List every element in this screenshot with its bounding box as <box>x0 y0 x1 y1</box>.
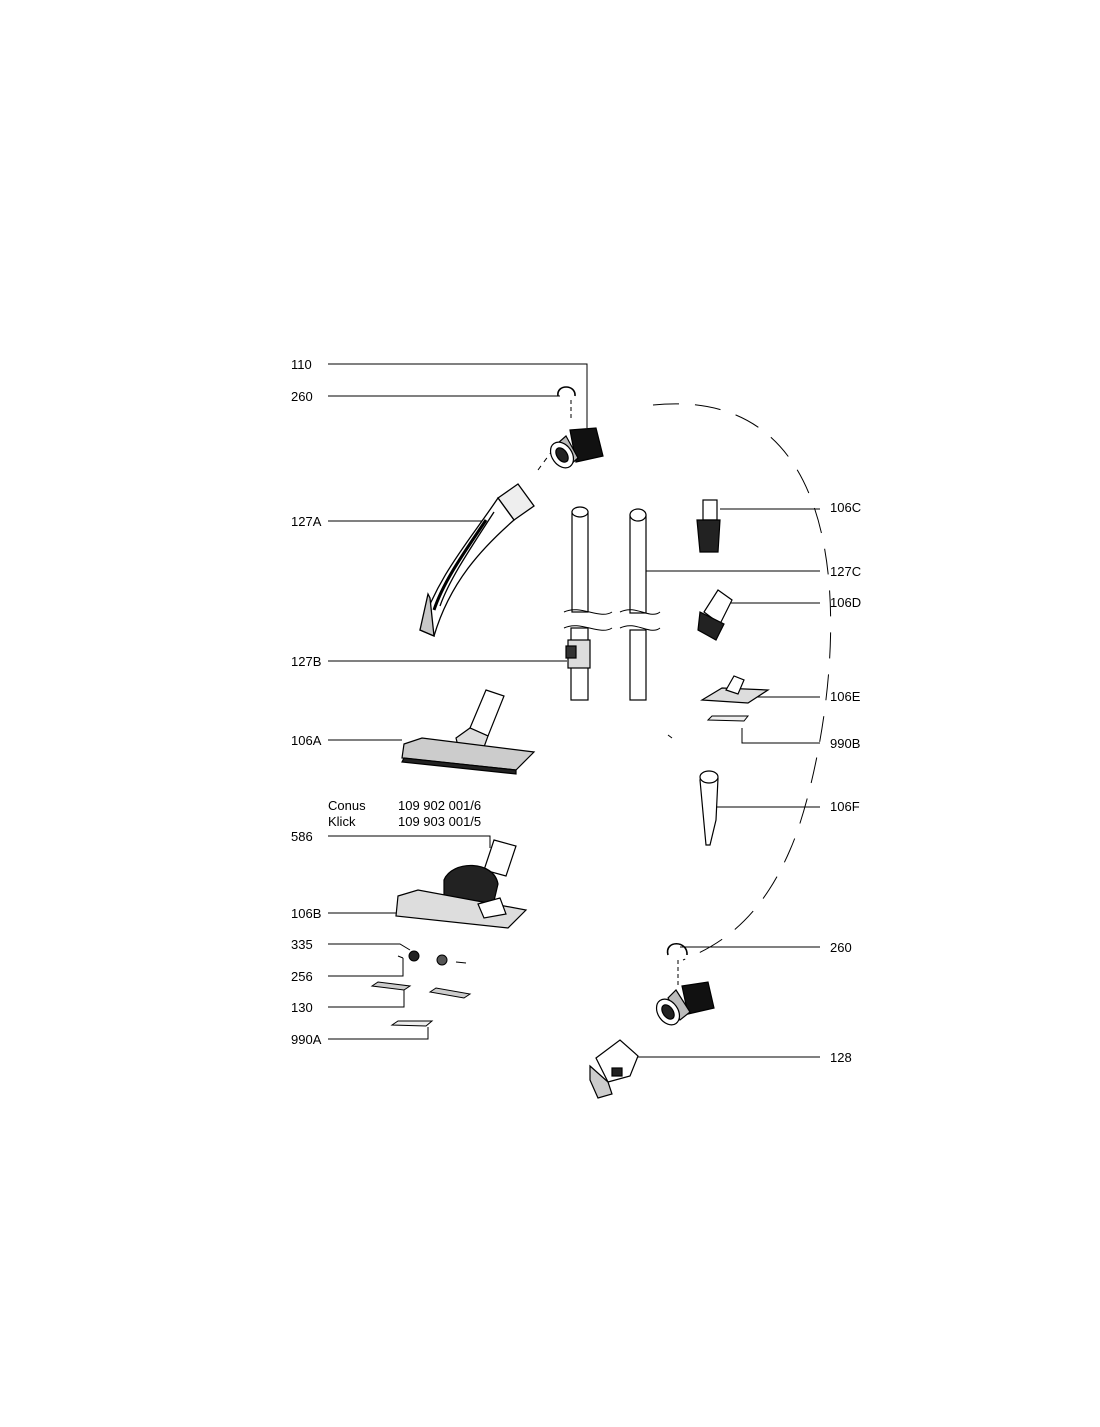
variant-row: Klick 109 903 001/5 <box>328 814 481 830</box>
strip-990B <box>706 715 750 722</box>
variant-code: 109 903 001/5 <box>398 814 482 829</box>
break-symbol <box>563 609 661 631</box>
nozzle-106E <box>700 675 770 704</box>
label-260-bottom: 260 <box>830 940 852 955</box>
dash-small <box>667 734 673 739</box>
label-260-top: 260 <box>291 389 313 404</box>
label-990A: 990A <box>291 1032 322 1047</box>
curved-handle-127A <box>419 483 535 638</box>
label-106B: 106B <box>291 906 322 921</box>
variant-name: Conus <box>328 798 366 813</box>
label-335: 335 <box>291 937 313 952</box>
label-130: 130 <box>291 1000 313 1015</box>
leader-256 <box>328 958 404 977</box>
variant-code: 109 902 001/6 <box>398 798 482 813</box>
floor-nozzle-106A <box>401 689 536 775</box>
label-106E: 106E <box>830 689 861 704</box>
dashed-hose-path <box>652 403 832 961</box>
leader-990B <box>741 728 820 744</box>
leader-990A <box>328 1027 429 1040</box>
label-106A: 106A <box>291 733 322 748</box>
clip-260-top <box>557 386 576 397</box>
leader-335 <box>328 943 411 951</box>
label-110: 110 <box>291 357 312 372</box>
variant-name: Klick <box>328 814 356 829</box>
clip-260-bottom <box>666 942 688 956</box>
label-106C: 106C <box>830 500 862 515</box>
tube-127B <box>565 506 591 701</box>
small-parts <box>370 950 472 1027</box>
variant-row: Conus 109 902 001/6 <box>328 798 481 814</box>
brush-106C <box>696 499 721 553</box>
label-127C: 127C <box>830 564 862 579</box>
leader-586 <box>328 835 491 848</box>
crevice-106F <box>699 770 719 846</box>
label-256: 256 <box>291 969 313 984</box>
label-128: 128 <box>830 1050 852 1065</box>
label-106F: 106F <box>830 799 860 814</box>
variant-codes: Conus 109 902 001/6 Klick 109 903 001/5 <box>328 798 481 830</box>
label-127B: 127B <box>291 654 322 669</box>
tube-127C <box>629 508 647 701</box>
label-990B: 990B <box>830 736 861 751</box>
elbow-128 <box>589 1039 639 1099</box>
label-586: 586 <box>291 829 313 844</box>
leader-110 <box>328 363 588 428</box>
floor-nozzle-106B <box>395 839 528 929</box>
leader-130 <box>328 990 405 1008</box>
brush-106D <box>697 589 733 641</box>
label-127A: 127A <box>291 514 322 529</box>
hose-connector-bottom <box>655 981 715 1026</box>
label-106D: 106D <box>830 595 862 610</box>
hose-connector-110 <box>549 427 604 469</box>
